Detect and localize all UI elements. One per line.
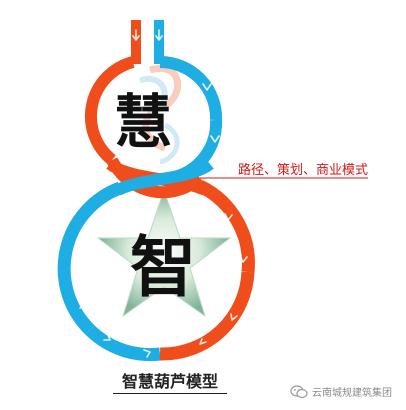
model-title: 智慧葫芦模型 bbox=[113, 368, 227, 394]
lower-loop bbox=[57, 158, 255, 362]
bottom-character: 智 bbox=[130, 228, 196, 306]
wechat-icon bbox=[290, 384, 308, 398]
inlet-pipes bbox=[131, 20, 164, 64]
watermark-text: 云南城规建筑集团 bbox=[312, 388, 392, 399]
background-swirl bbox=[139, 64, 182, 165]
watermark: 云南城规建筑集团 bbox=[290, 384, 392, 399]
top-character: 慧 bbox=[114, 88, 172, 156]
star-shape bbox=[96, 188, 232, 318]
annotation-label: 路径、策划、商业模式 bbox=[238, 163, 369, 178]
flow-arrows bbox=[75, 83, 248, 358]
